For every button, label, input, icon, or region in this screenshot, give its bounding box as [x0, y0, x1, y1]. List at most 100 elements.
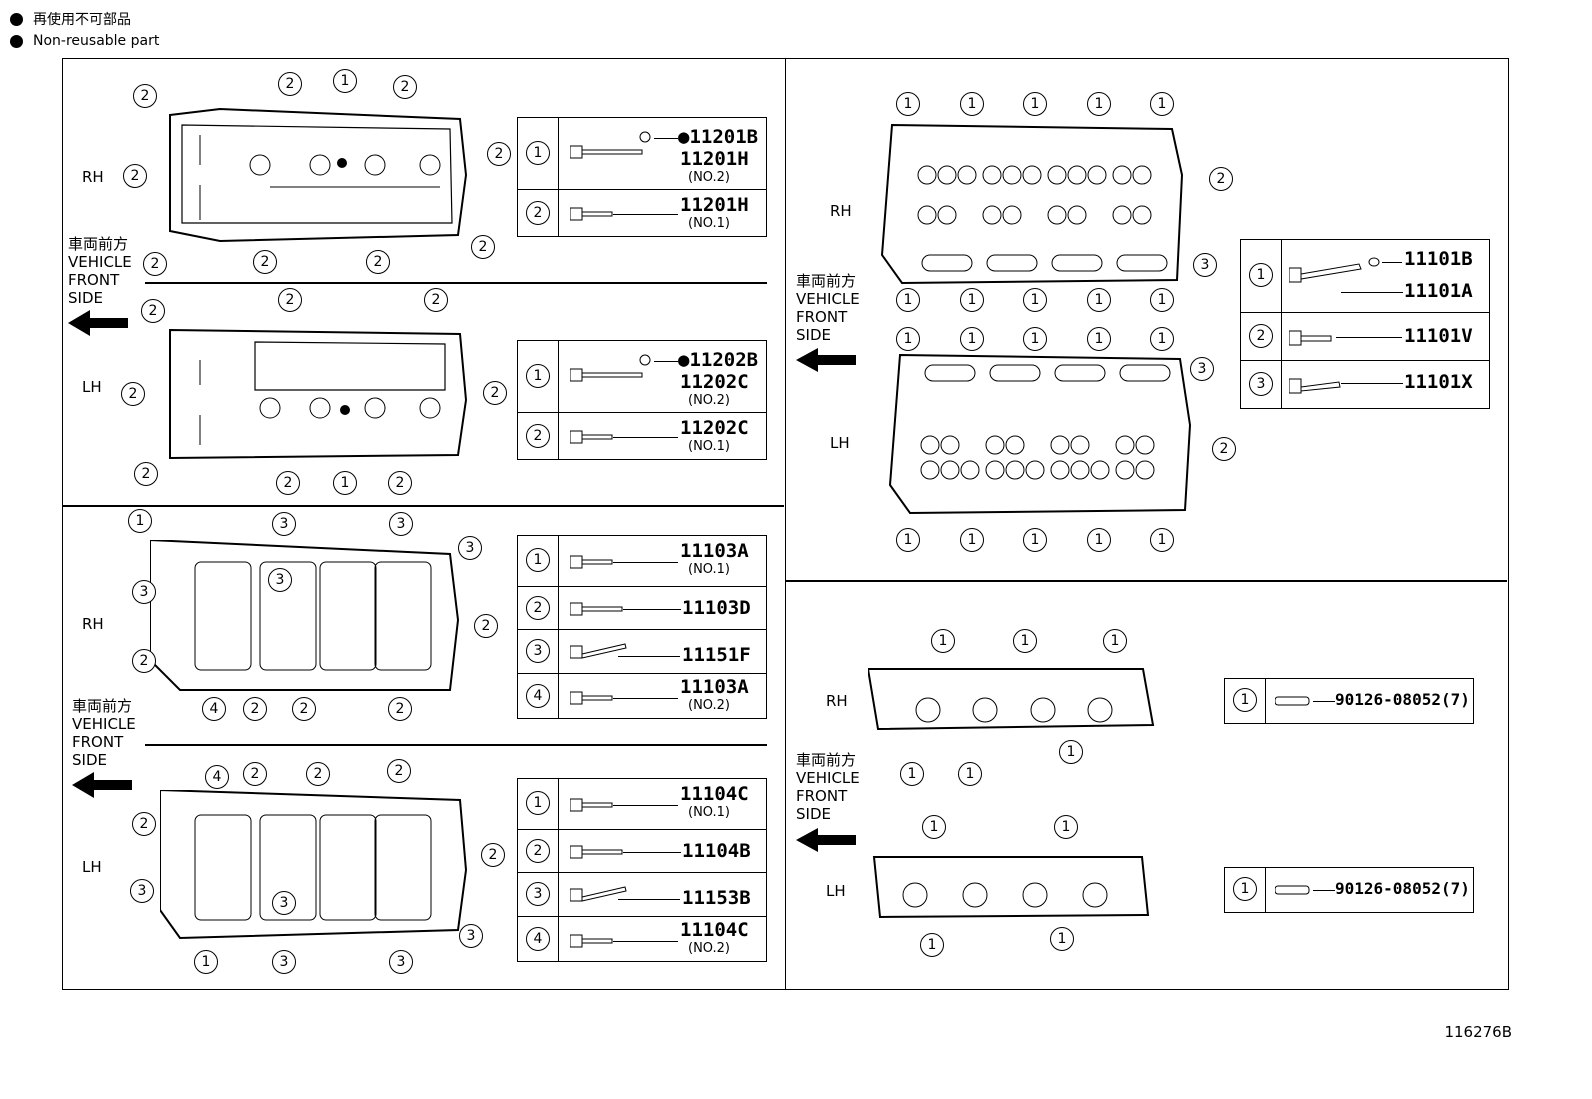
- part-number: 11103A: [680, 540, 749, 562]
- table-row: 1 ●11202B 11202C (NO.2): [518, 341, 766, 412]
- head-side-lh-drawing: [872, 856, 1150, 919]
- row-index-cell: 1: [518, 536, 559, 586]
- callout-2: 2: [388, 697, 412, 721]
- callout-2: 2: [366, 250, 390, 274]
- table-row: 2 11103D: [518, 586, 766, 630]
- head-cover-rh-drawing: [169, 107, 468, 243]
- callout-3: 3: [458, 536, 482, 560]
- callout-2: 2: [306, 762, 330, 786]
- part-number: 11101V: [1404, 325, 1473, 347]
- part-number: 11104B: [682, 840, 751, 862]
- callout-2: 2: [1212, 437, 1236, 461]
- callout-1: 1: [960, 528, 984, 552]
- callout-3: 3: [1190, 357, 1214, 381]
- part-note: (NO.1): [688, 562, 730, 577]
- bolt-icon: [570, 555, 613, 569]
- row-index: 1: [1233, 877, 1257, 901]
- row-index-cell: 1: [518, 779, 559, 829]
- callout-2: 2: [141, 299, 165, 323]
- callout-1: 1: [1087, 528, 1111, 552]
- part-note: (NO.1): [688, 439, 730, 454]
- callout-2: 2: [483, 381, 507, 405]
- row-index: 1: [1233, 688, 1257, 712]
- row-index: 1: [526, 791, 550, 815]
- callout-1: 1: [1023, 327, 1047, 351]
- bullet-icon: [10, 34, 23, 48]
- callout-2: 2: [132, 649, 156, 673]
- row-index: 4: [526, 683, 550, 708]
- front-arrow-icon: [72, 772, 132, 798]
- head-side-rh-drawing: [868, 668, 1155, 731]
- legend-jp-text: 再使用不可部品: [33, 12, 131, 28]
- vehicle-front-l3: SIDE: [68, 289, 103, 307]
- cam-housing-lh-drawing: [160, 790, 468, 940]
- row-index-cell: 4: [518, 917, 559, 962]
- vehicle-front-l1: VEHICLE: [72, 715, 136, 733]
- part-number: 11202C: [680, 417, 749, 439]
- callout-1: 1: [1087, 92, 1111, 116]
- table-row: 2 11201H (NO.1): [518, 189, 766, 237]
- callout-2: 2: [132, 812, 156, 836]
- part-number: 11103A: [680, 676, 749, 698]
- callout-2: 2: [134, 462, 158, 486]
- row-index-cell: 2: [518, 413, 559, 460]
- front-arrow-icon: [796, 828, 856, 852]
- table-row: 1 ●11201B 11201H (NO.2): [518, 118, 766, 189]
- bolt-icon: [570, 207, 613, 221]
- side-label-lh: LH: [830, 434, 850, 452]
- callout-1: 1: [1150, 528, 1174, 552]
- leader-line: [1382, 262, 1402, 264]
- callout-2: 2: [1209, 167, 1233, 191]
- callout-1: 1: [1023, 92, 1047, 116]
- divider: [145, 282, 767, 284]
- callout-1: 1: [920, 933, 944, 957]
- callout-1: 1: [931, 629, 955, 653]
- part-number: 11104C: [680, 783, 749, 805]
- table-row: 1 90126-08052(7): [1225, 679, 1473, 723]
- bolt-icon: [570, 145, 643, 159]
- leader-line: [1341, 383, 1403, 385]
- callout-2: 2: [474, 614, 498, 638]
- table-row: 2 11101V: [1241, 312, 1489, 361]
- callout-3: 3: [272, 950, 296, 974]
- callout-1: 1: [1023, 288, 1047, 312]
- row-index: 1: [526, 548, 550, 572]
- callout-2: 2: [424, 288, 448, 312]
- part-number: 11101B: [1404, 248, 1473, 270]
- vehicle-front-label: 車両前方 VEHICLE FRONT SIDE: [68, 235, 132, 307]
- divider: [62, 505, 784, 507]
- callout-3: 3: [268, 568, 292, 592]
- bolt-icon: [570, 798, 613, 812]
- part-number: 11202C: [680, 371, 749, 393]
- leader-line: [613, 562, 678, 564]
- bolt-icon: [1289, 330, 1332, 346]
- leader-line: [613, 437, 678, 439]
- vehicle-front-jp: 車両前方: [68, 235, 129, 253]
- callout-1: 1: [960, 288, 984, 312]
- vehicle-front-l2: FRONT: [68, 271, 120, 289]
- callout-1: 1: [1013, 629, 1037, 653]
- part-note: (NO.2): [688, 393, 730, 408]
- row-index-cell: 3: [518, 630, 559, 674]
- callout-2: 2: [133, 84, 157, 108]
- washer-icon: [639, 131, 651, 143]
- table-row: 3 11151F: [518, 629, 766, 674]
- row-index: 3: [526, 882, 550, 906]
- callout-3: 3: [389, 512, 413, 536]
- row-index: 3: [1249, 372, 1273, 396]
- leader-line: [623, 852, 681, 854]
- vehicle-front-l2: FRONT: [796, 308, 848, 326]
- vehicle-front-l2: FRONT: [796, 787, 848, 805]
- leader-line: [618, 656, 680, 658]
- callout-1: 1: [1150, 327, 1174, 351]
- callout-2: 2: [481, 843, 505, 867]
- table-row: 2 11202C (NO.1): [518, 412, 766, 460]
- side-label-lh: LH: [82, 858, 102, 876]
- washer-icon: [1368, 257, 1380, 267]
- callout-3: 3: [459, 924, 483, 948]
- callout-1: 1: [896, 528, 920, 552]
- leader-line: [1313, 890, 1335, 892]
- leader-line: [613, 805, 678, 807]
- row-index-cell: 1: [1241, 240, 1282, 312]
- side-label-rh: RH: [82, 168, 104, 186]
